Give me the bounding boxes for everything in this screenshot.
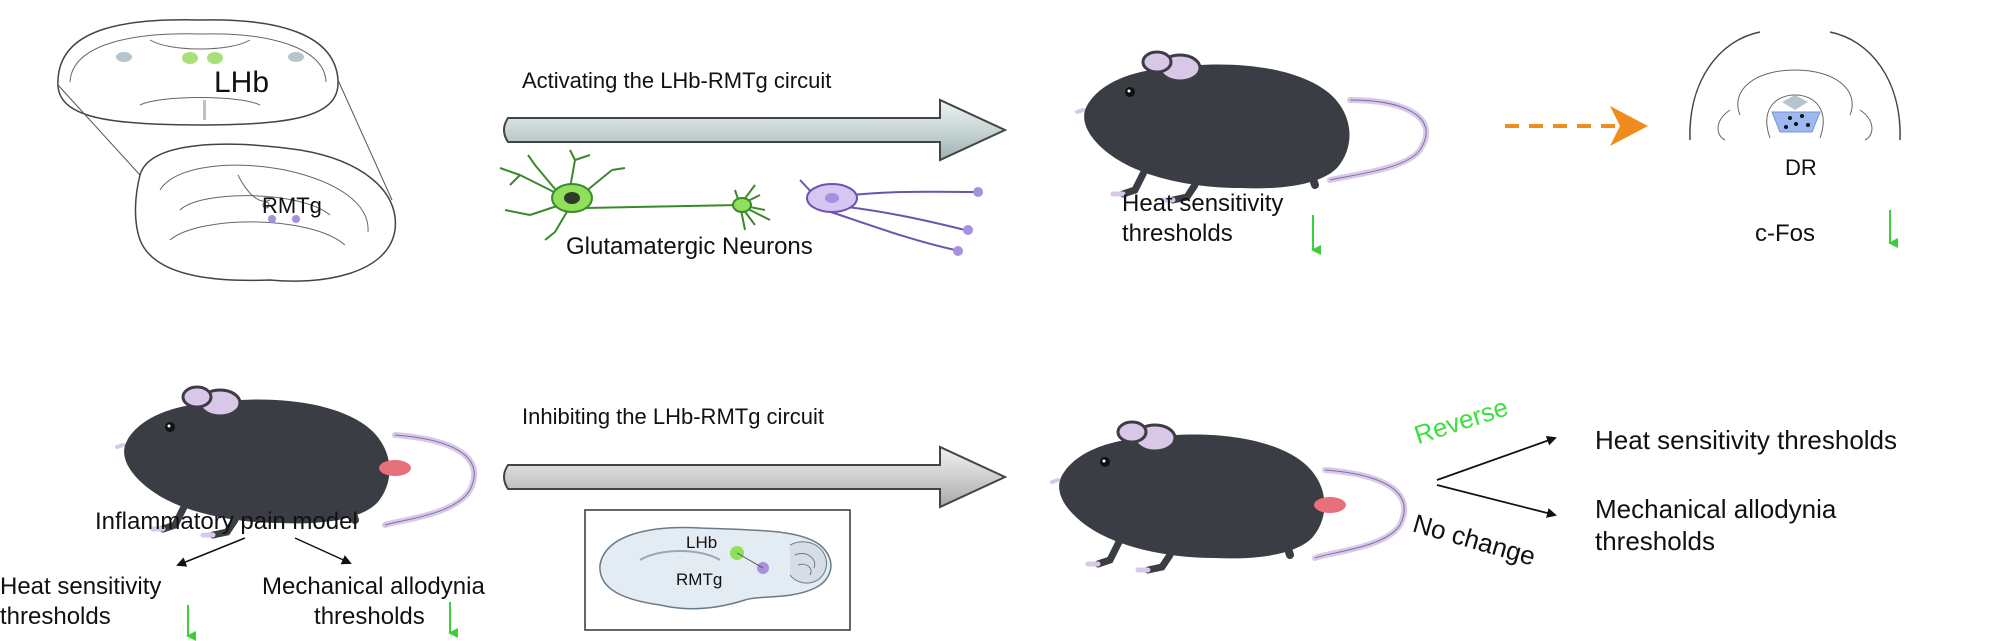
- right-branch-mech-line2: thresholds: [314, 603, 425, 630]
- dr-label: DR: [1785, 155, 1817, 180]
- outcome-mech-line1: Mechanical allodynia: [1595, 494, 1837, 524]
- heat-thresholds-top-line1: Heat sensitivity: [1122, 190, 1284, 217]
- inflamed-paw-right: [1314, 497, 1346, 513]
- activating-arrow-label: Activating the LHb-RMTg circuit: [522, 68, 832, 93]
- neuron-caption: Glutamatergic Neurons: [566, 233, 813, 260]
- inflamed-paw-left: [379, 460, 411, 476]
- mouse-illustration-treated: [1052, 422, 1325, 570]
- right-branch-mech: Mechanical allodynia thresholds: [262, 572, 485, 632]
- dashed-orange-arrow: [1505, 106, 1648, 146]
- outcome-mech-line2: thresholds: [1595, 526, 1715, 556]
- heat-thresholds-top: Heat sensitivity thresholds: [1122, 189, 1283, 249]
- inhibiting-arrow: [503, 445, 1008, 509]
- left-branch-heat-line1: Heat sensitivity: [0, 573, 162, 600]
- left-branch-heat-line2: thresholds: [0, 603, 111, 630]
- mouse-tail-inflamed: [382, 432, 478, 528]
- heat-thresholds-top-line2: thresholds: [1122, 220, 1233, 247]
- inset-lhb-label: LHb: [686, 533, 718, 552]
- inflammatory-model-caption: Inflammatory pain model: [95, 508, 358, 535]
- right-branch-mech-line1: Mechanical allodynia: [262, 573, 485, 600]
- lhb-label: LHb: [214, 66, 270, 99]
- inset-rmtg-label: RMTg: [676, 570, 723, 589]
- inhibiting-arrow-label: Inhibiting the LHb-RMTg circuit: [522, 404, 825, 429]
- branch-arrow-left: [176, 537, 246, 567]
- left-branch-heat: Heat sensitivity thresholds: [0, 572, 161, 632]
- brain-slices-illustration: [57, 19, 397, 282]
- branch-arrow-right: [294, 537, 352, 565]
- mouse-tail-treated: [1312, 467, 1408, 561]
- glutamatergic-neurons-illustration: [499, 149, 983, 256]
- mouse-illustration-top: [1077, 52, 1350, 200]
- outcome-arrow-reverse: [1436, 435, 1557, 481]
- cfos-label: c-Fos: [1755, 220, 1815, 247]
- outcome-mech-thresholds: Mechanical allodynia thresholds: [1595, 493, 1836, 557]
- outcome-arrow-no-change: [1436, 484, 1557, 518]
- sagittal-brain-inset: [584, 509, 851, 631]
- activating-arrow: [503, 98, 1008, 162]
- outcome-heat-thresholds: Heat sensitivity thresholds: [1595, 425, 1898, 455]
- dr-brain-section: [1689, 31, 1901, 141]
- rmtg-label: RMTg: [262, 193, 322, 218]
